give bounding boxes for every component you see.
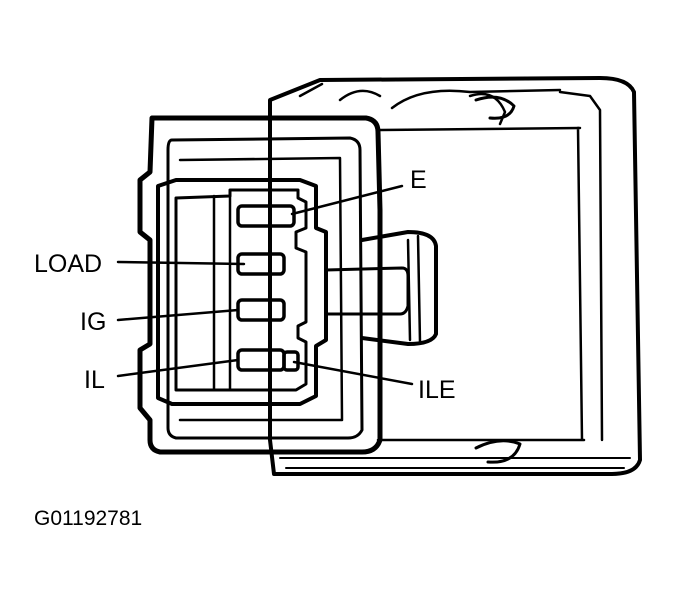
terminal-e (236, 204, 296, 228)
leader-line-e (290, 184, 404, 216)
leader-lines (116, 184, 414, 386)
label-ig: IG (80, 308, 106, 336)
label-ile: ILE (418, 376, 456, 404)
plug-shaft (324, 230, 438, 346)
label-load: LOAD (34, 250, 102, 278)
leader-line-ile (292, 360, 414, 386)
terminal-il (236, 348, 286, 372)
connector-socket (156, 178, 328, 406)
figure-id: G01192781 (34, 507, 142, 530)
leader-line-load (116, 260, 246, 266)
leader-line-il (116, 358, 240, 378)
label-e: E (410, 166, 427, 194)
terminal-ig (236, 298, 286, 322)
switch-housing (268, 76, 642, 476)
terminal-ile (282, 350, 300, 372)
leader-line-ig (116, 308, 240, 322)
label-il: IL (84, 366, 105, 394)
